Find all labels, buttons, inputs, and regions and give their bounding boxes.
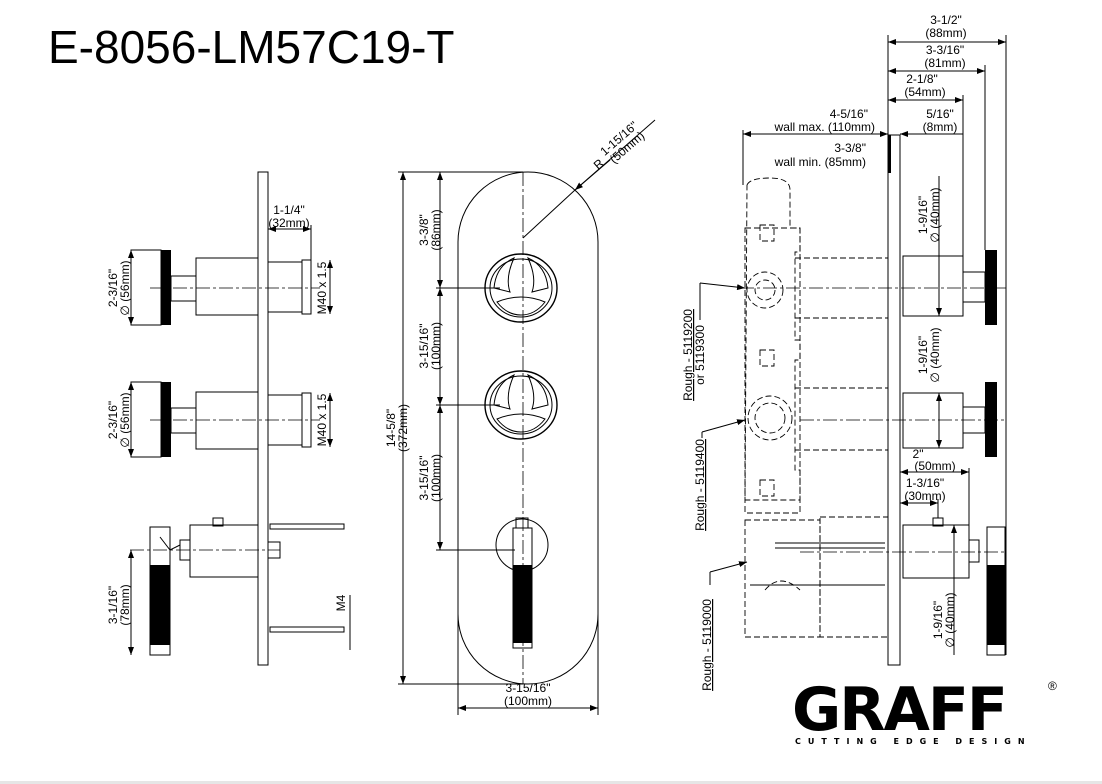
knob-dia-label-1: 2-3/16"∅ (56mm) bbox=[106, 260, 132, 315]
wall-min-label: 3-3/8" bbox=[834, 141, 866, 155]
wall-plate bbox=[887, 134, 901, 666]
knob-spacing-label-2: 3-15/16"(100mm) bbox=[417, 454, 443, 502]
wall-max-label: 4-5/16" bbox=[830, 107, 868, 121]
body-depth-label: 2-1/8" bbox=[906, 72, 938, 86]
wall-max-label-mm: wall max. (110mm) bbox=[774, 120, 875, 134]
lever-rough bbox=[800, 517, 1006, 656]
total-height-label: 14-5/8"(372mm) bbox=[384, 404, 410, 452]
thread-label-2: M40 x 1.5 bbox=[315, 393, 329, 446]
depth-label: 1-1/4" bbox=[273, 203, 305, 217]
screw-pos-label-mm: (30mm) bbox=[904, 489, 945, 503]
total-depth-label: 3-1/2" bbox=[930, 13, 962, 27]
knob-side-2 bbox=[130, 381, 320, 458]
rough-label-1: Rough - 5119200or 5119300 bbox=[681, 309, 707, 401]
drawing-title: E-8056-LM57C19-T bbox=[48, 21, 455, 73]
width-label-mm: (100mm) bbox=[504, 694, 552, 708]
depth-label-mm: (32mm) bbox=[268, 216, 309, 230]
body-dia-label-3: 1-9/16"∅ (40mm) bbox=[931, 592, 957, 647]
knob-dia-label-2: 2-3/16"∅ (56mm) bbox=[106, 392, 132, 447]
rough-label-2: Rough - 5119400 bbox=[693, 439, 707, 531]
bottom-divider bbox=[0, 781, 1102, 784]
rough-callouts: Rough - 5119200or 5119300 Rough - 511940… bbox=[681, 282, 748, 691]
side-dimensions: 2-3/16"∅ (56mm) 2-3/16"∅ (56mm) 1-1/4" (… bbox=[106, 203, 351, 655]
rough-dimensions: 3-1/2" (88mm) 3-3/16" (81mm) 2-1/8" (54m… bbox=[742, 13, 1007, 655]
screw-pos-label: 1-3/16" bbox=[906, 476, 944, 490]
rough-in-view: 3-1/2" (88mm) 3-3/16" (81mm) 2-1/8" (54m… bbox=[681, 13, 1007, 691]
side-view: 2-3/16"∅ (56mm) 2-3/16"∅ (56mm) 1-1/4" (… bbox=[106, 171, 351, 666]
plate-depth-label-mm: (8mm) bbox=[923, 120, 958, 134]
knob-rough-2 bbox=[800, 382, 1006, 457]
thread-label-1: M40 x 1.5 bbox=[315, 261, 329, 314]
logo-tagline: CUTTING EDGE DESIGN bbox=[795, 737, 1032, 746]
lever-side bbox=[130, 517, 345, 656]
radius-label: R1-15/16"(50mm) bbox=[587, 118, 649, 176]
front-dimensions: 14-5/8"(372mm) 3-3/8"(86mm) 3-15/16"(100… bbox=[384, 118, 656, 715]
logo-brand: GRAFF bbox=[792, 675, 1006, 745]
screw-label: M4 bbox=[334, 594, 348, 611]
body-depth-label-mm: (54mm) bbox=[904, 85, 945, 99]
knob-side-1 bbox=[130, 249, 320, 326]
lever-height-label: 3-1/16"(78mm) bbox=[106, 584, 132, 625]
lever-front bbox=[495, 517, 549, 649]
logo-registered-mark: ® bbox=[1048, 679, 1057, 693]
top-to-knob-label: 3-3/8"(86mm) bbox=[417, 209, 443, 250]
front-view: 14-5/8"(372mm) 3-3/8"(86mm) 3-15/16"(100… bbox=[384, 118, 656, 715]
knob-depth-label-mm: (81mm) bbox=[924, 56, 965, 70]
wall-min-label-mm: wall min. (85mm) bbox=[774, 155, 866, 169]
knob-rough-1 bbox=[740, 250, 1006, 325]
lever-depth-label-mm: (50mm) bbox=[914, 459, 955, 473]
width-label: 3-15/16" bbox=[506, 681, 551, 695]
body-dia-label-2: 1-9/16"∅ (40mm) bbox=[916, 327, 942, 382]
rough-label-3: Rough - 5119000 bbox=[700, 599, 714, 691]
body-dia-label-1: 1-9/16"∅ (40mm) bbox=[916, 187, 942, 242]
valve-body bbox=[744, 177, 889, 638]
plate-depth-label: 5/16" bbox=[926, 107, 954, 121]
knob-depth-label: 3-3/16" bbox=[926, 43, 964, 57]
graff-logo: GRAFF ® CUTTING EDGE DESIGN bbox=[792, 675, 1057, 746]
knob-spacing-label-1: 3-15/16"(100mm) bbox=[417, 322, 443, 370]
total-depth-label-mm: (88mm) bbox=[925, 26, 966, 40]
trim-plate-side bbox=[257, 171, 269, 666]
lever-depth-label: 2" bbox=[913, 447, 924, 461]
